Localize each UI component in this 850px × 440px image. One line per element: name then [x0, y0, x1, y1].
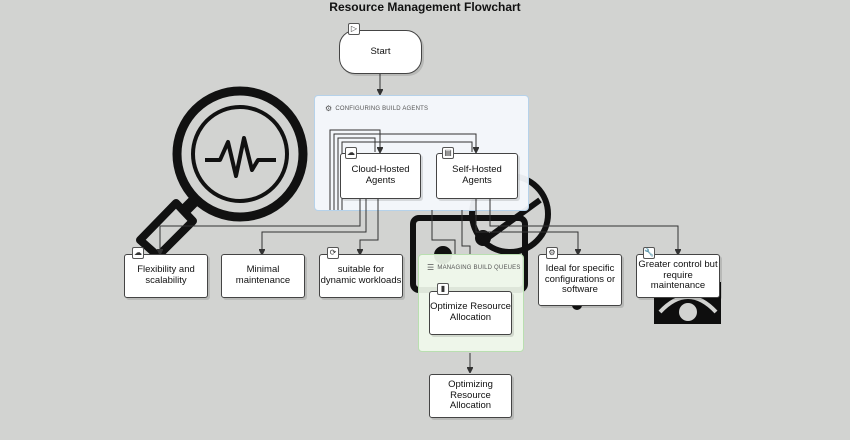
- wrench-icon: 🔧: [643, 247, 655, 259]
- group-queues-text: MANAGING BUILD QUEUES: [437, 264, 521, 271]
- gear-icon: ⚙: [546, 247, 558, 259]
- node-optimize-label: Optimize Resource Allocation: [430, 301, 511, 323]
- play-icon: ▷: [348, 23, 360, 35]
- group-config-text: CONFIGURING BUILD AGENTS: [335, 105, 429, 112]
- list-icon: ☰: [427, 263, 435, 272]
- node-dynamic-workloads[interactable]: suitable for dynamic workloads: [319, 254, 403, 298]
- edge-cloud-flex: [160, 199, 361, 254]
- edge-cloud-dynamic: [360, 199, 379, 254]
- node-optimizing-resource-allocation[interactable]: Optimizing Resource Allocation: [429, 374, 512, 418]
- node-dynamic-label: suitable for dynamic workloads: [320, 264, 402, 286]
- edge-config-queues-2: [461, 210, 471, 254]
- node-minimal-maintenance[interactable]: Minimal maintenance: [221, 254, 305, 298]
- magnifier-pulse-icon: [136, 86, 308, 260]
- node-optimize-resource-allocation[interactable]: Optimize Resource Allocation: [429, 291, 512, 335]
- node-flexibility[interactable]: Flexibility and scalability: [124, 254, 208, 298]
- edge-cloud-minimal: [262, 199, 367, 254]
- node-ideal-configurations[interactable]: Ideal for specific configurations or sof…: [538, 254, 622, 306]
- edge-self-ideal: [475, 199, 578, 254]
- node-optimizing-label: Optimizing Resource Allocation: [448, 378, 493, 412]
- server-icon: ▤: [442, 147, 454, 159]
- edge-loop-1: [329, 129, 380, 210]
- group-label-queues: ☰ MANAGING BUILD QUEUES: [427, 263, 521, 272]
- node-greater-control[interactable]: Greater control but require maintenance: [636, 254, 720, 298]
- node-cloud-label: Cloud-Hosted Agents: [351, 164, 410, 186]
- node-ideal-label: Ideal for specific configurations or sof…: [544, 262, 616, 296]
- node-flex-label: Flexibility and scalability: [137, 264, 195, 286]
- page-title: Resource Management Flowchart: [329, 0, 521, 14]
- gear-icon: ⚙: [325, 104, 333, 113]
- node-start-label: Start: [370, 45, 391, 57]
- edge-loop-2: [333, 133, 476, 210]
- cloud-icon: ☁: [132, 247, 144, 259]
- node-self-label: Self-Hosted Agents: [452, 164, 502, 186]
- edge-config-queues: [431, 210, 456, 254]
- edge-self-greater: [489, 199, 678, 254]
- node-greater-label: Greater control but require maintenance: [638, 258, 718, 292]
- node-self-hosted-agents[interactable]: Self-Hosted Agents: [436, 153, 518, 199]
- group-label-config: ⚙ CONFIGURING BUILD AGENTS: [325, 104, 428, 113]
- cloud-icon: ☁: [345, 147, 357, 159]
- node-minimal-label: Minimal maintenance: [235, 264, 291, 286]
- node-cloud-hosted-agents[interactable]: Cloud-Hosted Agents: [340, 153, 421, 199]
- edge-loop-3: [337, 137, 376, 210]
- refresh-icon: ⟳: [327, 247, 339, 259]
- bar-chart-icon: ▮: [437, 283, 449, 295]
- node-start[interactable]: Start: [339, 30, 422, 74]
